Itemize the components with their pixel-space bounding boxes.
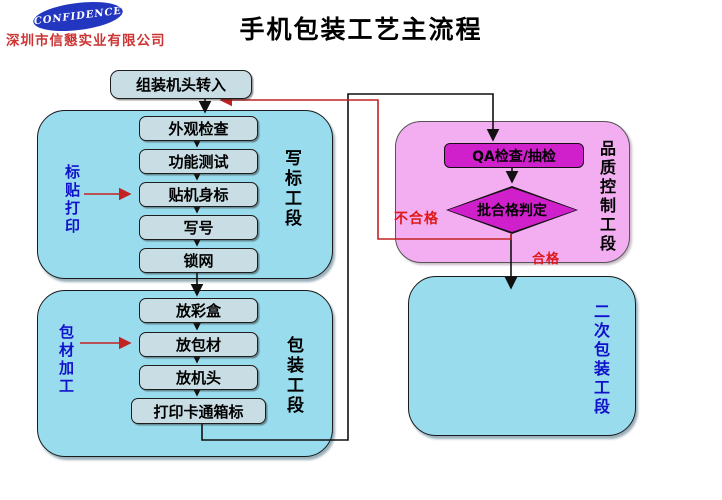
- label-secondary-packing-section: 二次包装工段: [591, 303, 610, 417]
- step-print-carton-label: 打印卡通箱标: [131, 398, 266, 424]
- step-start: 组装机头转入: [110, 70, 252, 99]
- company-name: 深圳市信懇实业有限公司: [6, 33, 166, 49]
- step-write-number: 写号: [139, 215, 258, 240]
- section-secondary-packing-container: [408, 276, 636, 436]
- label-fail: 不合格: [394, 211, 439, 227]
- step-attach-body-label: 贴机身标: [139, 182, 258, 207]
- decision-batch-pass: 批合格判定: [446, 186, 578, 234]
- label-packing-material-input: 包材加工: [57, 324, 75, 396]
- label-pass: 合格: [532, 252, 561, 267]
- label-writing-section: 写标工段: [281, 149, 301, 229]
- step-qa-check: QA检查/抽检: [444, 143, 584, 168]
- label-quality-control-section: 品质控制工段: [597, 140, 616, 254]
- step-place-color-box: 放彩盒: [139, 298, 258, 323]
- page-title: 手机包装工艺主流程: [239, 15, 483, 44]
- step-function-test: 功能测试: [139, 149, 258, 174]
- step-appearance-check: 外观检查: [139, 116, 258, 141]
- step-place-unit: 放机头: [139, 365, 258, 390]
- decision-label: 批合格判定: [477, 203, 547, 219]
- label-packing-section: 包装工段: [283, 336, 303, 416]
- label-label-printing-input: 标贴打印: [63, 164, 81, 236]
- step-lock-network: 锁网: [139, 248, 258, 273]
- step-place-packing-material: 放包材: [139, 332, 258, 357]
